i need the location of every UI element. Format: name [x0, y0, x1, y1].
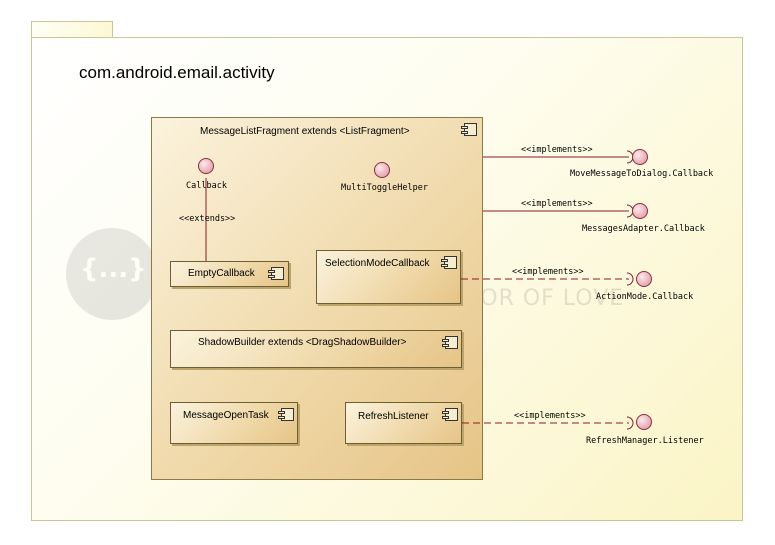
- selection-mode-callback-component[interactable]: SelectionModeCallback: [316, 250, 461, 304]
- message-list-fragment-title: MessageListFragment extends <ListFragmen…: [200, 126, 410, 137]
- refresh-listener-component[interactable]: RefreshListener: [345, 402, 462, 444]
- package-name: com.android.email.activity: [79, 63, 275, 82]
- messages-adapter-interface-icon[interactable]: [632, 203, 648, 219]
- action-mode-label: ActionMode.Callback: [596, 292, 694, 302]
- component-icon: [461, 123, 477, 136]
- empty-callback-title: EmptyCallback: [188, 268, 255, 279]
- move-message-interface-icon[interactable]: [632, 149, 648, 165]
- callback-label: Callback: [186, 181, 227, 191]
- extends-label: <<extends>>: [179, 214, 236, 224]
- implements-label-1: <<implements>>: [521, 145, 593, 155]
- implements-label-4: <<implements>>: [514, 411, 586, 421]
- multi-toggle-helper-interface-icon[interactable]: [374, 162, 390, 178]
- empty-callback-component[interactable]: EmptyCallback: [170, 261, 289, 287]
- component-icon: [442, 408, 458, 421]
- action-mode-interface-icon[interactable]: [636, 271, 652, 287]
- move-message-label: MoveMessageToDialog.Callback: [570, 169, 714, 179]
- shadow-builder-component[interactable]: ShadowBuilder extends <DragShadowBuilder…: [170, 330, 462, 368]
- callback-interface-icon[interactable]: [198, 158, 214, 174]
- shadow-builder-title: ShadowBuilder extends <DragShadowBuilder…: [198, 337, 407, 348]
- implements-label-2: <<implements>>: [521, 199, 593, 209]
- socket-refresh-manager: [626, 416, 634, 430]
- message-open-task-component[interactable]: MessageOpenTask: [170, 402, 298, 444]
- component-icon: [268, 267, 284, 280]
- component-icon: [442, 336, 458, 349]
- implements-label-3: <<implements>>: [512, 267, 584, 277]
- component-icon: [441, 256, 457, 269]
- refresh-manager-interface-icon[interactable]: [636, 414, 652, 430]
- socket-action-mode: [626, 272, 634, 286]
- selection-mode-callback-title: SelectionModeCallback: [325, 258, 430, 269]
- refresh-listener-title: RefreshListener: [358, 411, 429, 422]
- messages-adapter-label: MessagesAdapter.Callback: [582, 224, 705, 234]
- message-open-task-title: MessageOpenTask: [183, 410, 269, 421]
- component-icon: [278, 408, 294, 421]
- refresh-manager-label: RefreshManager.Listener: [586, 436, 704, 446]
- multi-toggle-helper-label: MultiToggleHelper: [341, 183, 428, 193]
- package-tab: [31, 21, 113, 38]
